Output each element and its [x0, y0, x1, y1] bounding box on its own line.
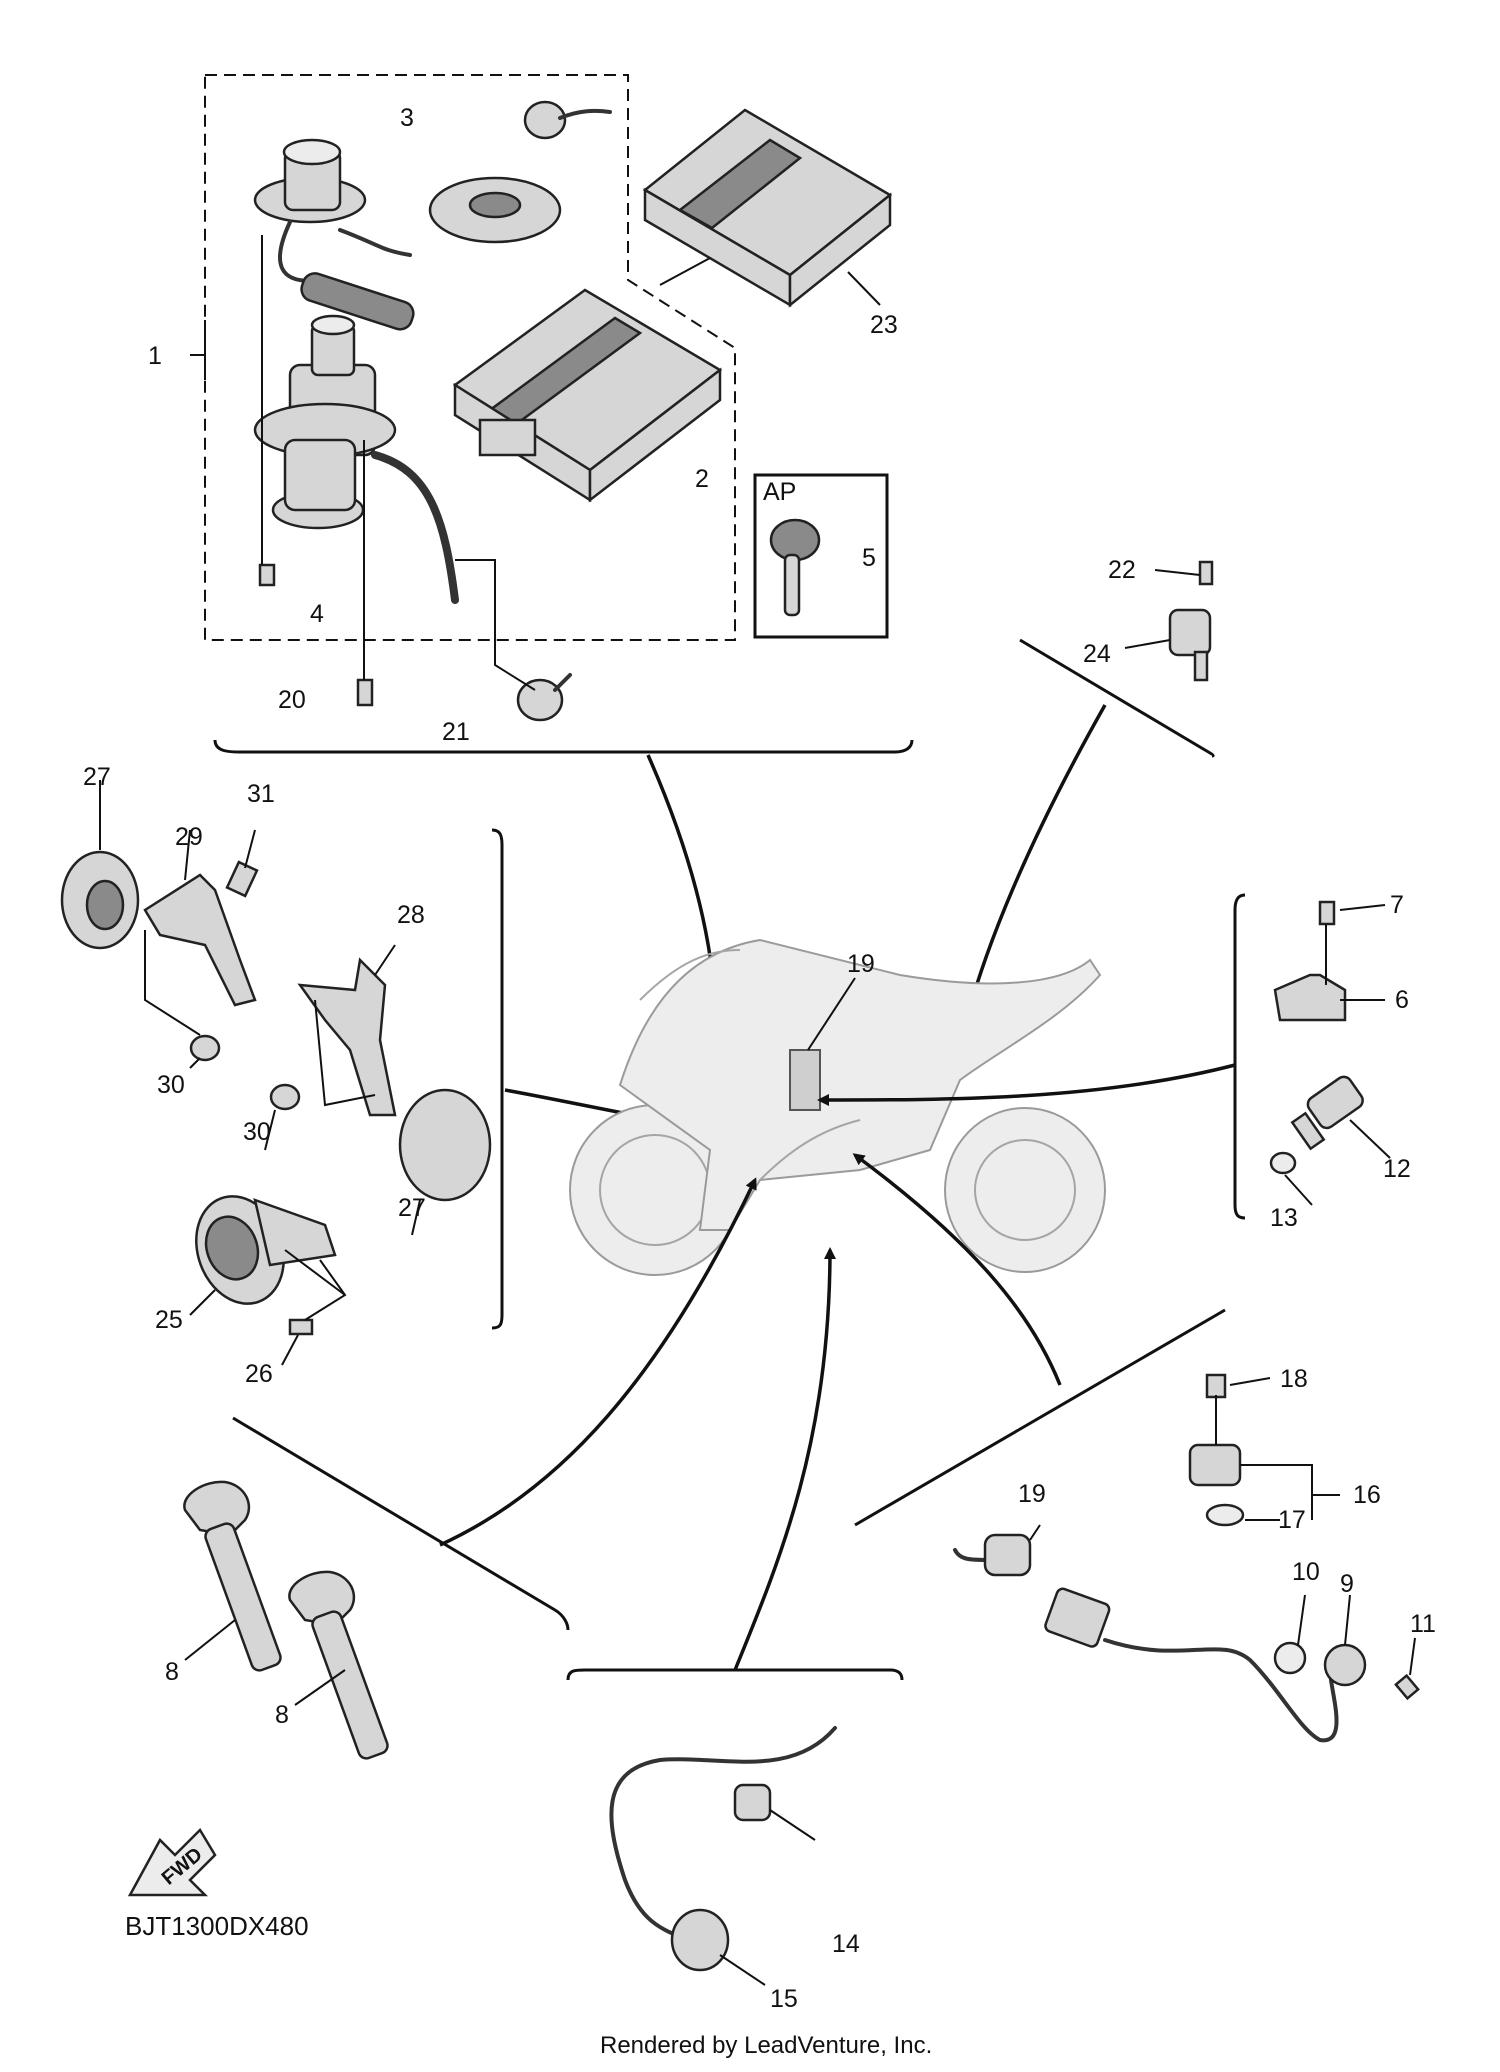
footer-credit: Rendered by LeadVenture, Inc.: [600, 2032, 932, 2059]
callout-18: 18: [1280, 1365, 1308, 1393]
callout-27-bottom: 27: [398, 1194, 426, 1222]
ignition-switch-part: [253, 272, 459, 604]
dashed-frame: [204, 74, 736, 641]
callout-30-left: 30: [157, 1071, 185, 1099]
callout-19-bottom: 19: [1018, 1480, 1046, 1508]
ap-box: [753, 473, 889, 639]
callout-17: 17: [1278, 1506, 1306, 1534]
left-reflector-group: [60, 780, 492, 1236]
callout-11: 11: [1410, 1610, 1436, 1638]
cap-part: [523, 100, 612, 140]
bottom-sensor-group: [566, 1247, 904, 1986]
callout-29: 29: [175, 823, 203, 851]
callout-28: 28: [397, 901, 425, 929]
callout-15: 15: [770, 1985, 798, 2013]
top-group-bracket: [213, 739, 914, 754]
callout-2: 2: [695, 465, 709, 493]
callout-20: 20: [278, 686, 306, 714]
left-group-bracket: [491, 828, 504, 1330]
callout-1: 1: [148, 342, 162, 370]
steering-lock-part: [253, 138, 412, 283]
screw-4-part: [258, 563, 276, 587]
callout-16: 16: [1353, 1481, 1381, 1509]
main-switch-group: [190, 74, 889, 722]
right-group-bracket: [1233, 893, 1246, 1220]
callout-4: 4: [310, 600, 324, 628]
callout-23: 23: [870, 311, 898, 339]
ignition-coil-group: [183, 1177, 757, 1760]
callout-9: 9: [1340, 1570, 1354, 1598]
sensor-24-group: [961, 560, 1215, 1028]
callout-6: 6: [1395, 986, 1409, 1014]
callout-5: 5: [862, 544, 876, 572]
callout-30-right: 30: [243, 1118, 271, 1146]
diagram-code: BJT1300DX480: [125, 1911, 309, 1941]
clamp-21-part: [516, 673, 572, 722]
ap-label: AP: [763, 478, 796, 506]
callout-10: 10: [1292, 1558, 1320, 1586]
callout-7: 7: [1390, 891, 1404, 919]
screw-20-part: [356, 678, 374, 707]
callout-27-top: 27: [83, 763, 111, 791]
bottom-right-group: [852, 1153, 1420, 1743]
callout-3: 3: [400, 104, 414, 132]
right-sensor-group: [1269, 900, 1391, 1206]
callout-12: 12: [1383, 1155, 1411, 1183]
ecu-23-part: [642, 108, 893, 308]
callout-19-top: 19: [847, 950, 875, 978]
callout-26: 26: [245, 1360, 273, 1388]
callout-24: 24: [1083, 640, 1111, 668]
ecu-part: [452, 288, 723, 503]
callout-13: 13: [1270, 1204, 1298, 1232]
callout-22: 22: [1108, 556, 1136, 584]
callout-8-left: 8: [165, 1658, 179, 1686]
horn-part: [189, 1195, 347, 1366]
grommet-part: [428, 176, 562, 244]
callout-8-right: 8: [275, 1701, 289, 1729]
callout-25: 25: [155, 1306, 183, 1334]
callout-14: 14: [832, 1930, 860, 1958]
motorcycle-icon: [569, 938, 1106, 1276]
right-group-arrow: [817, 1063, 1236, 1106]
callout-21: 21: [442, 718, 470, 746]
fwd-arrow-icon: FWD: [127, 1827, 217, 1897]
callout-31: 31: [247, 780, 275, 808]
